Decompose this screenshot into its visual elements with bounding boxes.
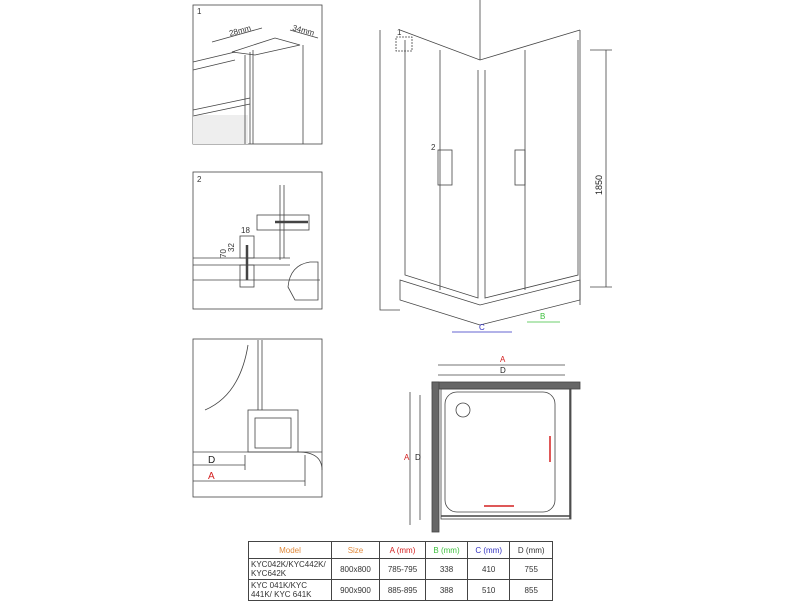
header-d: D (mm) bbox=[509, 541, 553, 559]
dimensions-table: Model Size A (mm) B (mm) C (mm) D (mm) K… bbox=[248, 541, 553, 601]
dim-70: 70 bbox=[219, 249, 228, 258]
height-1850: 1850 bbox=[594, 175, 604, 195]
cell-model: KYC042K/KYC442K/ KYC642K bbox=[248, 558, 332, 580]
dim-18: 18 bbox=[241, 226, 250, 235]
dim-34mm: 34mm bbox=[291, 23, 315, 38]
cell-size: 800x800 bbox=[331, 558, 380, 580]
plan-label-d-side: D bbox=[415, 453, 421, 462]
header-b: B (mm) bbox=[425, 541, 468, 559]
plan-label-a-top: A bbox=[500, 355, 506, 364]
label-b: B bbox=[540, 312, 545, 321]
shower-plan-view: A D A D bbox=[404, 355, 581, 533]
plan-label-a-side: A bbox=[404, 453, 410, 462]
cell-d: 855 bbox=[509, 579, 553, 601]
cell-a: 785-795 bbox=[378, 558, 427, 580]
callout-1: 1 bbox=[397, 28, 402, 37]
detail-2-number: 2 bbox=[197, 175, 202, 184]
label-a: A bbox=[208, 471, 215, 482]
plan-label-d-top: D bbox=[500, 366, 506, 375]
shower-elevation-drawing: 1 2 1850 C B bbox=[379, 0, 612, 333]
header-model: Model bbox=[248, 541, 332, 559]
table-header-row: Model Size A (mm) B (mm) C (mm) D (mm) bbox=[248, 541, 553, 559]
detail-panel-1: 1 28mm 34mm bbox=[192, 4, 323, 145]
dim-32: 32 bbox=[227, 243, 236, 252]
cell-size: 900x900 bbox=[331, 579, 380, 601]
cell-c: 510 bbox=[466, 579, 511, 601]
cell-d: 755 bbox=[509, 558, 553, 580]
detail-panel-3: D A bbox=[192, 338, 323, 498]
cell-a: 885-895 bbox=[378, 579, 427, 601]
cell-c: 410 bbox=[466, 558, 511, 580]
cell-b: 338 bbox=[425, 558, 468, 580]
callout-2: 2 bbox=[431, 143, 436, 152]
label-c: C bbox=[479, 323, 485, 332]
cell-b: 388 bbox=[425, 579, 468, 601]
header-c: C (mm) bbox=[466, 541, 511, 559]
detail-1-number: 1 bbox=[197, 7, 202, 16]
cell-model: KYC 041K/KYC 441K/ KYC 641K bbox=[248, 579, 332, 601]
label-d: D bbox=[208, 455, 215, 466]
dim-28mm: 28mm bbox=[228, 23, 252, 38]
detail-panel-2: 2 18 32 70 bbox=[192, 171, 323, 310]
table-row: KYC042K/KYC442K/ KYC642K 800x800 785-795… bbox=[248, 558, 553, 580]
header-a: A (mm) bbox=[378, 541, 427, 559]
header-size: Size bbox=[331, 541, 380, 559]
table-row: KYC 041K/KYC 441K/ KYC 641K 900x900 885-… bbox=[248, 579, 553, 601]
